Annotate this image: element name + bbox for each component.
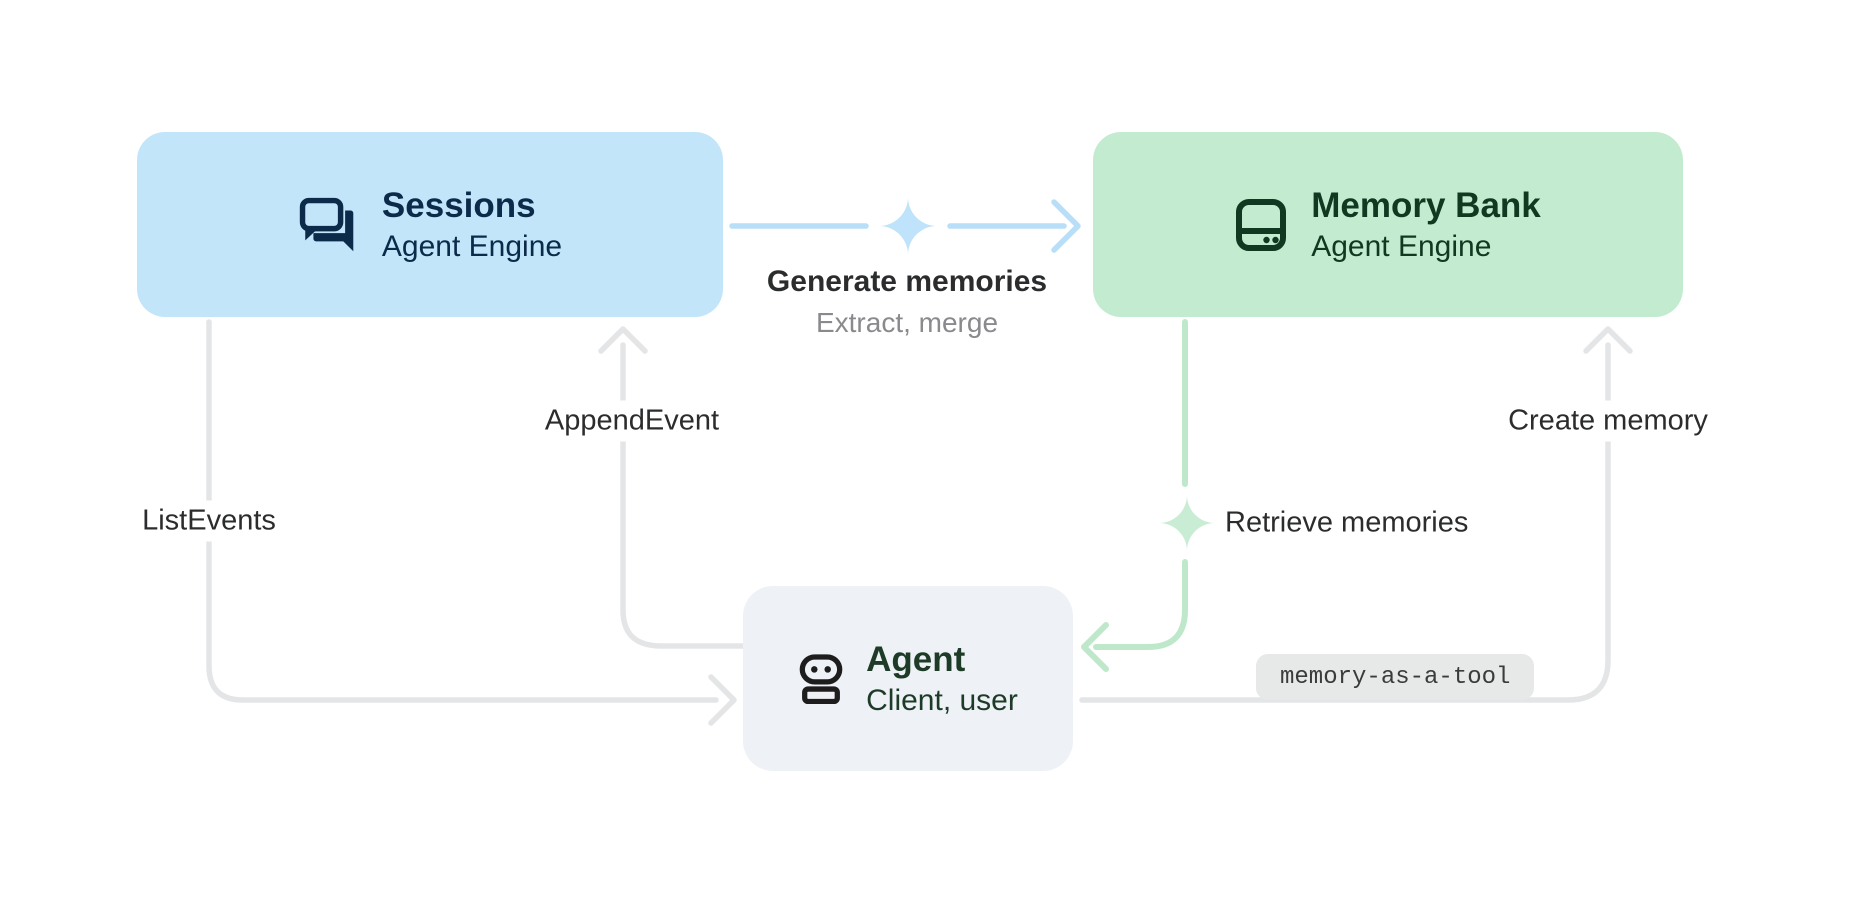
edge-create-memory xyxy=(1079,326,1633,703)
append-event-label: AppendEvent xyxy=(534,400,730,442)
robot-icon xyxy=(798,653,844,704)
retrieve-memories-label: Retrieve memories xyxy=(1225,506,1469,539)
extract-merge-sublabel: Extract, merge xyxy=(815,307,999,338)
edge-append-event xyxy=(598,326,746,649)
agent-node: Agent Client, user xyxy=(743,586,1073,771)
list-events-label: ListEvents xyxy=(132,500,286,542)
memory-bank-node: Memory Bank Agent Engine xyxy=(1093,132,1683,317)
forum-chat-icon xyxy=(298,196,356,254)
storage-drive-icon xyxy=(1235,198,1287,252)
sessions-subtitle: Agent Engine xyxy=(381,229,563,263)
agent-title: Agent xyxy=(866,639,966,679)
memory-as-a-tool-badge: memory-as-a-tool xyxy=(1256,654,1535,700)
spark-icon xyxy=(879,197,938,256)
generate-memories-label: Generate memories xyxy=(766,265,1048,298)
sessions-title: Sessions xyxy=(381,185,536,225)
create-memory-label: Create memory xyxy=(1498,400,1718,442)
memory-bank-subtitle: Agent Engine xyxy=(1311,229,1492,263)
memory-bank-title: Memory Bank xyxy=(1311,185,1541,225)
edge-list-events xyxy=(206,319,737,726)
spark-icon xyxy=(1159,495,1215,551)
agent-subtitle: Client, user xyxy=(866,683,1018,717)
edge-generate-memories xyxy=(729,199,1081,253)
sessions-node: Sessions Agent Engine xyxy=(137,132,723,317)
edge-retrieve-memories xyxy=(1081,319,1188,672)
